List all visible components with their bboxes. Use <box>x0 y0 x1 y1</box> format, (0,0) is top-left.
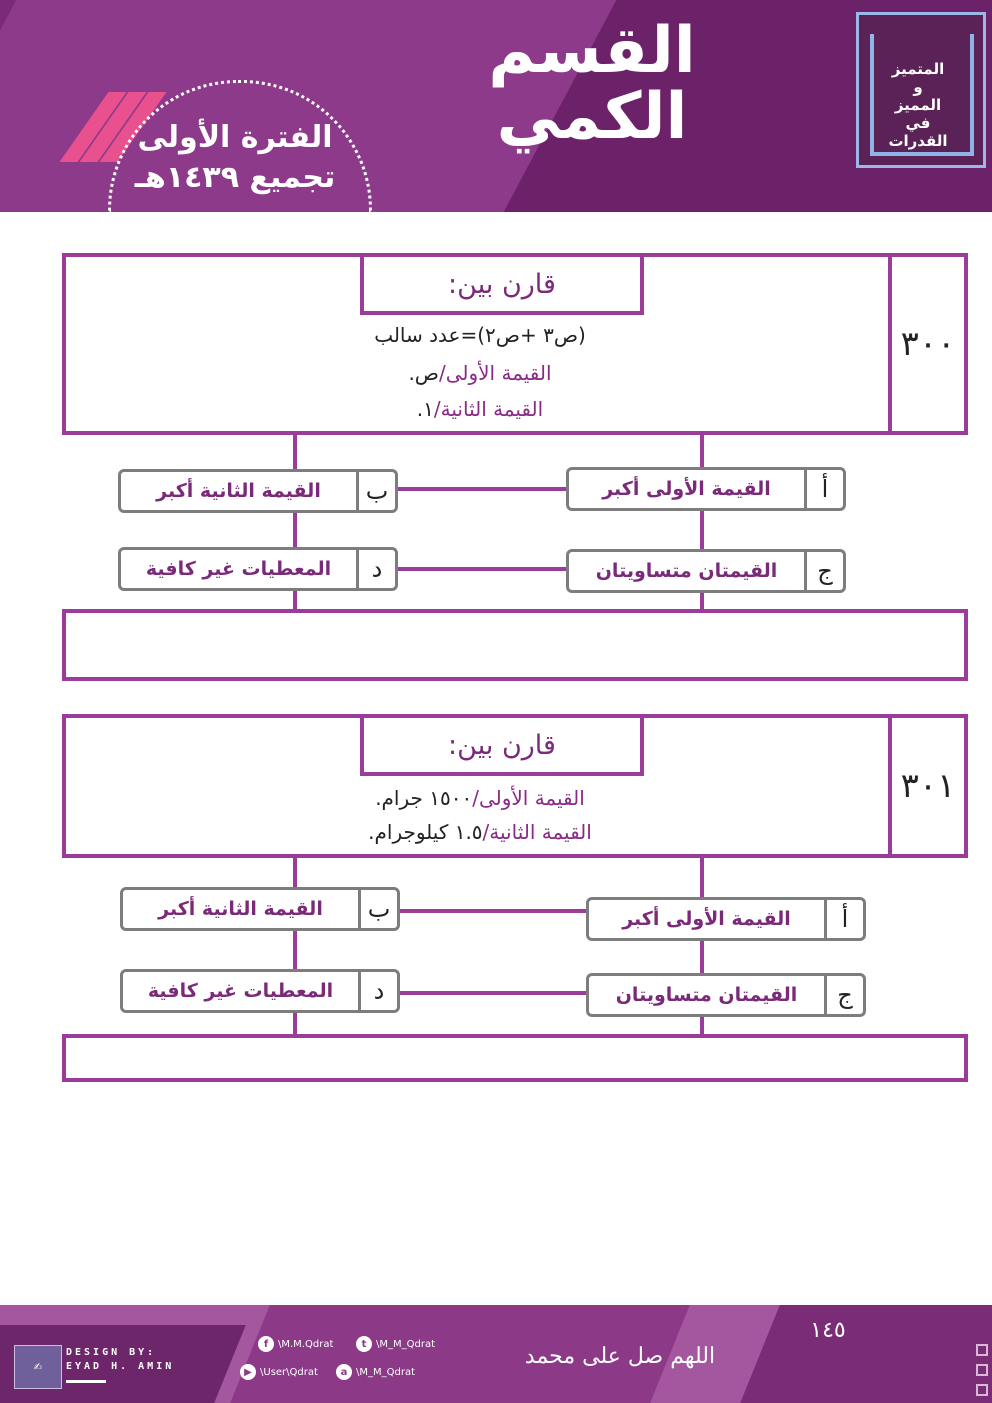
compare-label: قارن بين: <box>360 257 644 315</box>
option-d[interactable]: د المعطيات غير كافية <box>118 547 398 591</box>
title-line-1: القسم <box>488 14 696 88</box>
option-letter: ج <box>824 976 863 1014</box>
designer-signature-logo: ✍ <box>14 1345 62 1389</box>
page-footer <box>0 1305 992 1403</box>
first-value: القيمة الأولى/١٥٠٠ جرام. <box>375 786 585 810</box>
decorative-square <box>976 1344 988 1356</box>
answer-box[interactable] <box>62 609 968 681</box>
social-twitter[interactable]: t \M_M_Qdrat <box>356 1336 435 1352</box>
connector-line <box>396 567 568 571</box>
period-badge: الفترة الأولى تجميع ١٤٣٩هـ <box>120 118 350 198</box>
question-statement: (ص٣ +ص٢)=عدد سالب <box>374 323 586 347</box>
pbuh-calligraphy: اللهم صل على محمد <box>524 1343 716 1369</box>
decorative-square <box>976 1384 988 1396</box>
page-number: ١٤٥ <box>810 1317 846 1343</box>
social-youtube[interactable]: ▶ \User\Qdrat <box>240 1364 318 1380</box>
connector-line <box>398 991 588 995</box>
divider <box>66 1380 106 1383</box>
option-text: القيمة الأولى أكبر <box>602 478 771 500</box>
connector-line <box>700 858 704 1036</box>
option-text: القيمة الأولى أكبر <box>622 908 791 930</box>
section-title: القسم الكمي <box>412 18 772 150</box>
title-line-2: الكمي <box>496 80 688 154</box>
twitter-icon: t <box>356 1336 372 1352</box>
question-number: ٣٠١ <box>888 718 964 854</box>
logo-text-2: و <box>913 78 923 96</box>
option-text: القيمة الثانية أكبر <box>158 898 323 920</box>
option-c[interactable]: ج القيمتان متساويتان <box>566 549 846 593</box>
second-value: القيمة الثانية/١.٥ كيلوجرام. <box>368 820 592 844</box>
connector-line <box>396 487 568 491</box>
option-text: القيمة الثانية أكبر <box>156 480 321 502</box>
option-letter: ب <box>358 890 397 928</box>
connector-line <box>293 435 297 611</box>
social-ask[interactable]: a \M_M_Qdrat <box>336 1364 415 1380</box>
connector-line <box>700 435 704 611</box>
option-c[interactable]: ج القيمتان متساويتان <box>586 973 866 1017</box>
option-b[interactable]: ب القيمة الثانية أكبر <box>120 887 400 931</box>
youtube-icon: ▶ <box>240 1364 256 1380</box>
option-letter: ب <box>356 472 395 510</box>
second-value: القيمة الثانية/١. <box>416 397 544 421</box>
social-facebook[interactable]: f \M.M.Qdrat <box>258 1336 333 1352</box>
option-letter: د <box>358 972 397 1010</box>
option-letter: د <box>356 550 395 588</box>
compare-label: قارن بين: <box>360 718 644 776</box>
logo-text-5: القدرات <box>888 132 948 150</box>
connector-line <box>398 909 588 913</box>
facebook-icon: f <box>258 1336 274 1352</box>
option-text: المعطيات غير كافية <box>147 980 334 1002</box>
option-letter: أ <box>824 900 863 938</box>
question-number: ٣٠٠ <box>888 257 964 431</box>
connector-line <box>293 858 297 1036</box>
option-letter: ج <box>804 552 843 590</box>
decorative-square <box>976 1364 988 1376</box>
period-line-2: تجميع ١٤٣٩هـ <box>134 160 336 195</box>
first-value: القيمة الأولى/ص. <box>408 361 552 385</box>
option-d[interactable]: د المعطيات غير كافية <box>120 969 400 1013</box>
option-text: القيمتان متساويتان <box>595 560 778 582</box>
option-a[interactable]: أ القيمة الأولى أكبر <box>586 897 866 941</box>
period-line-1: الفترة الأولى <box>137 120 333 155</box>
logo-text-1: المتميز <box>891 60 945 78</box>
designer-credit: DESIGN BY: EYAD H. AMIN <box>66 1347 175 1372</box>
logo: المتميز و المميز في القدرات <box>856 12 986 168</box>
book-icon <box>870 34 974 156</box>
logo-text-4: في <box>905 114 931 132</box>
option-b[interactable]: ب القيمة الثانية أكبر <box>118 469 398 513</box>
option-text: المعطيات غير كافية <box>145 558 332 580</box>
logo-text-3: المميز <box>894 96 942 114</box>
option-text: القيمتان متساويتان <box>615 984 798 1006</box>
option-letter: أ <box>804 470 843 508</box>
answer-box[interactable] <box>62 1034 968 1082</box>
ask-icon: a <box>336 1364 352 1380</box>
option-a[interactable]: أ القيمة الأولى أكبر <box>566 467 846 511</box>
